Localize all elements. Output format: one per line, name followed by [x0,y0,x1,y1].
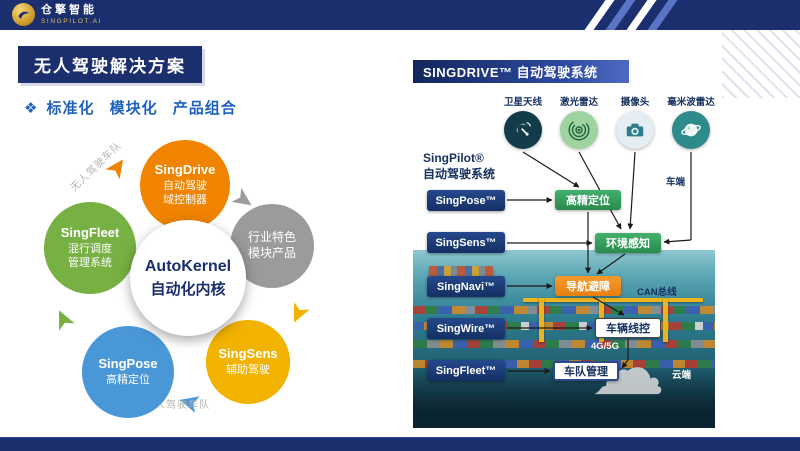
flow-arrow-icon: ➤ [44,303,82,337]
singdrive-architecture-diagram: ☁ 卫星天线 [413,88,715,428]
autokernel-core-node: AutoKernel 自动化内核 [130,220,246,336]
singpilot-name: SingPilot® [423,151,484,165]
brand-logo-icon [12,3,35,26]
function-drive-by-wire: 车辆线控 [595,318,661,338]
core-subtitle: 自动化内核 [150,280,226,298]
node-title: SingPose [98,356,158,372]
node-singfleet: SingFleet 混行调度 管理系统 [44,202,136,294]
container-row [413,340,715,348]
node-title: SingDrive [154,162,216,178]
node-line: 管理系统 [68,257,112,270]
node-line: 高精定位 [106,374,150,387]
diamond-icon: ❖ [24,100,39,117]
node-line: 行业特色 [247,230,296,245]
annotation-manned-fleet: 有人驾驶车队 [144,400,210,411]
node-line: 混行调度 [68,243,112,256]
module-singwire: SingWire™ [427,318,505,339]
top-header-bar: 仓擎智能 SINGPILOT.AI [0,0,800,30]
node-line: 自动驾驶 [163,180,207,193]
singpilot-subtitle: 自动驾驶系统 [423,167,496,182]
page-title: 无人驾驶解决方案 [18,46,202,83]
system-section-title: SINGDRIVE™ 自动驾驶系统 [413,60,629,83]
container-row [413,306,715,314]
core-title: AutoKernel [144,257,232,275]
container-ship [429,266,493,277]
label-can-bus: CAN总线 [637,287,677,298]
sensor-label: 卫星天线 [503,97,542,108]
lidar-icon [560,111,598,149]
satellite-antenna-icon [504,111,542,149]
flow-arrow-icon: ➤ [280,297,318,331]
sensor-label: 毫米波雷达 [667,97,715,108]
singpilot-system-label: SingPilot® 自动驾驶系统 [423,150,495,182]
camera-icon [616,111,654,149]
module-singsens: SingSens™ [427,232,505,253]
sensor-label: 激光雷达 [559,97,598,108]
module-singfleet: SingFleet™ [427,360,505,381]
sensor-camera: 摄像头 [609,94,661,149]
node-singdrive: SingDrive 自动驾驶 域控制器 [140,140,230,230]
brand-logo: 仓擎智能 SINGPILOT.AI [12,3,102,26]
decor-stripes [584,0,678,30]
module-singnavi: SingNavi™ [427,276,505,297]
sensor-satellite: 卫星天线 [497,94,549,149]
brand-text: 仓擎智能 SINGPILOT.AI [41,4,102,24]
node-singpose: SingPose 高精定位 [82,326,174,418]
sensor-row: 卫星天线 激光雷达 [497,94,717,149]
swoosh-icon [18,11,30,19]
label-4g5g: 4G/5G [591,341,619,352]
node-title: SingFleet [60,225,120,241]
node-line: 模块产品 [247,246,296,260]
container-row [413,322,715,330]
crane [539,298,544,342]
label-cloud-side: 云端 [672,370,692,381]
page-subtitle: ❖ 标准化 模块化 产品组合 [24,97,237,118]
bottom-footer-bar [0,437,800,451]
sensor-label: 摄像头 [620,97,650,108]
page-subtitle-text: 标准化 模块化 产品组合 [46,100,237,117]
label-vehicle-side: 车端 [666,177,686,188]
crane [663,298,668,342]
function-perception: 环境感知 [595,233,661,253]
node-line: 域控制器 [163,194,207,207]
node-line: 辅助驾驶 [226,364,270,377]
function-fleet-management: 车队管理 [553,361,619,381]
radar-globe-icon [672,111,710,149]
function-navigation: 导航避障 [555,276,621,296]
sensor-mmwave-radar: 毫米波雷达 [665,94,717,149]
function-positioning: 高精定位 [555,190,621,210]
module-singpose: SingPose™ [427,190,505,211]
brand-name-en: SINGPILOT.AI [41,17,103,25]
brand-name-cn: 仓擎智能 [41,4,97,17]
node-title: SingSens [218,346,278,362]
crane-beam [523,298,703,302]
product-hub-diagram: ➤ ➤ ➤ ➤ ➤ 无人驾驶车队 有人驾驶车队 SingDrive 自动驾驶 域… [40,130,340,430]
node-singsens: SingSens 辅助驾驶 [206,320,290,404]
sensor-lidar: 激光雷达 [553,94,605,149]
decor-hatch [722,30,800,98]
